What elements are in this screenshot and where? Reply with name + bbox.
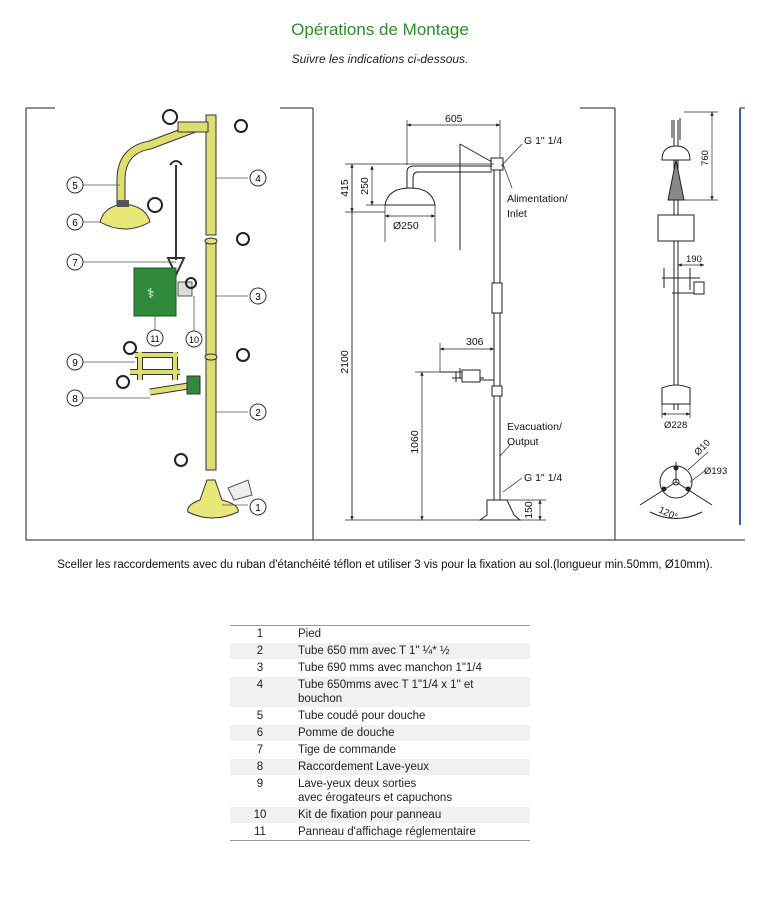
callout-5: 5 xyxy=(66,176,84,194)
side-dimensions xyxy=(661,111,718,483)
callout-label: 5 xyxy=(72,181,78,192)
side-dimension-labels: 760 190 Ø228 Ø10 Ø193 120° xyxy=(657,150,728,523)
callout-label: 4 xyxy=(255,174,261,185)
control-rod xyxy=(166,165,186,278)
part-description: Pomme de douche xyxy=(294,724,530,742)
dim-605: 605 xyxy=(445,113,463,125)
callout-7: 7 xyxy=(66,253,84,271)
dim-250: 250 xyxy=(359,177,371,195)
tube-2 xyxy=(205,357,217,471)
callout-label: 7 xyxy=(72,258,78,269)
callout-2: 2 xyxy=(249,403,267,421)
shower-head xyxy=(99,203,151,230)
base-foot xyxy=(187,479,239,519)
page-title: Opérations de Montage xyxy=(291,20,469,39)
part-number: 2 xyxy=(230,642,294,660)
exploded-view: ⚕ xyxy=(99,109,253,519)
angle-120: 120° xyxy=(657,505,680,523)
callout-label: 1 xyxy=(255,503,261,514)
front-view xyxy=(384,143,522,521)
svg-text:⚕: ⚕ xyxy=(147,285,155,301)
part-description: Raccordement Lave-yeux xyxy=(294,758,530,776)
callout-8: 8 xyxy=(66,389,84,407)
inlet-label-1: Alimentation/ xyxy=(507,193,568,205)
callout-11: 11 xyxy=(146,329,164,347)
callout-1: 1 xyxy=(249,498,267,516)
side-view xyxy=(639,118,713,519)
dia-10: Ø10 xyxy=(692,438,712,458)
part-description: Tube coudé pour douche xyxy=(294,707,530,725)
dim-760: 760 xyxy=(700,150,711,166)
part-number: 7 xyxy=(230,741,294,759)
page-subtitle: Suivre les indications ci-dessous. xyxy=(291,52,469,66)
dia-228: Ø228 xyxy=(664,420,687,431)
dim-415: 415 xyxy=(339,179,351,197)
part-description: Tige de commande xyxy=(294,741,530,759)
safety-sign xyxy=(133,267,177,317)
callout-label: 10 xyxy=(189,335,199,345)
part-description: Kit de fixation pour panneau xyxy=(294,806,530,824)
part-number: 11 xyxy=(230,823,294,841)
dim-150: 150 xyxy=(523,501,535,519)
part-number: 6 xyxy=(230,724,294,742)
outlet-label-2: Output xyxy=(507,436,539,448)
dim-1060: 1060 xyxy=(409,430,421,454)
callout-4: 4 xyxy=(249,169,267,187)
part-description: Pied xyxy=(294,625,530,643)
part-number: 3 xyxy=(230,659,294,677)
front-dimensions xyxy=(345,120,546,521)
part-number: 8 xyxy=(230,758,294,776)
dim-306: 306 xyxy=(466,336,484,348)
callout-10: 10 xyxy=(185,330,203,348)
installation-note: Sceller les raccordements avec du ruban … xyxy=(57,559,713,571)
part-number: 1 xyxy=(230,625,294,643)
part-number: 9 xyxy=(230,775,294,807)
callout-label: 6 xyxy=(72,218,78,229)
part-number: 10 xyxy=(230,806,294,824)
dia-193: Ø193 xyxy=(704,466,727,477)
tube-3 xyxy=(205,239,217,356)
dia-250: Ø250 xyxy=(393,220,419,232)
part-number: 4 xyxy=(230,676,294,708)
callout-label: 3 xyxy=(255,292,261,303)
callout-label: 11 xyxy=(150,334,159,344)
callout-6: 6 xyxy=(66,213,84,231)
assembly-figure: ⚕ 5 6 7 9 8 4 3 2 1 11 10 xyxy=(25,107,745,541)
callout-label: 8 xyxy=(72,394,78,405)
callouts xyxy=(83,177,248,506)
inlet-label-2: Inlet xyxy=(507,208,527,220)
dim-2100: 2100 xyxy=(339,350,351,374)
part-number: 5 xyxy=(230,707,294,725)
callout-label: 2 xyxy=(255,408,261,419)
callout-label: 9 xyxy=(72,358,78,369)
dim-190: 190 xyxy=(686,254,702,265)
thread-top-label: G 1" 1/4 xyxy=(524,135,562,147)
panel-borders xyxy=(25,107,745,541)
part-description: Tube 650 mm avec T 1" ¼* ½ xyxy=(294,642,530,660)
tube-4 xyxy=(205,114,217,236)
callout-9: 9 xyxy=(66,353,84,371)
callout-3: 3 xyxy=(249,287,267,305)
thread-bottom-label: G 1" 1/4 xyxy=(524,472,562,484)
front-dimension-labels: 605 G 1" 1/4 415 250 Alimentation/ Inlet… xyxy=(339,113,568,519)
part-description: Tube 690 mms avec manchon 1"1/4 xyxy=(294,659,530,677)
part-description: Panneau d'affichage réglementaire xyxy=(294,823,530,841)
outlet-label-1: Evacuation/ xyxy=(507,421,562,433)
